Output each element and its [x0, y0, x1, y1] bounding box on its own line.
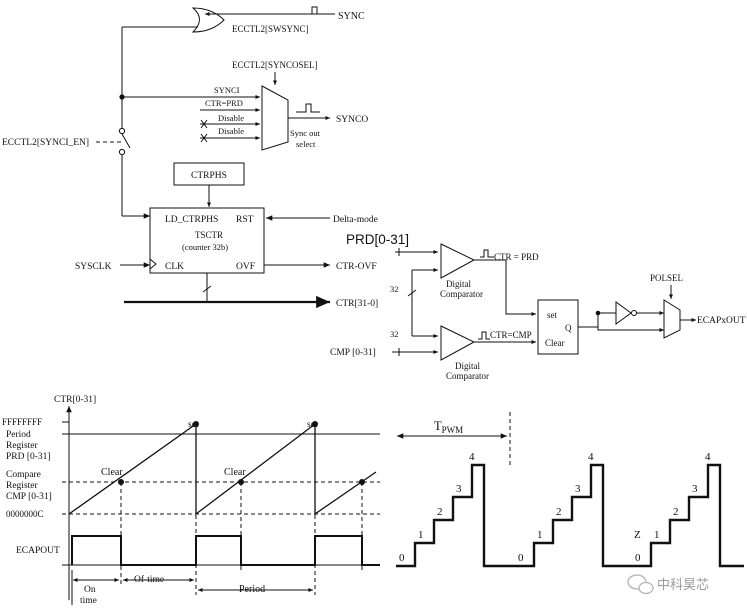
latch-set-label: set — [547, 310, 557, 320]
sync-pulse-icon — [300, 6, 325, 15]
wechat-icon — [627, 574, 654, 595]
ecapout-waveform — [71, 535, 380, 566]
clear-label-1: Clear — [101, 467, 123, 478]
compare-register-label-3: CMP [0-31] — [6, 492, 52, 502]
latch-q-label: Q — [565, 323, 572, 333]
prd-label: PRD[0-31] — [346, 232, 409, 247]
sync-out-mux — [261, 85, 289, 151]
mux-input-ctr-prd: CTR=PRD — [205, 98, 243, 108]
sr-latch — [537, 299, 579, 355]
mux-input-synci: SYNCI — [214, 85, 240, 95]
latch-clear-label: Clear — [545, 338, 565, 348]
comparator-2-label-2: Comparator — [446, 371, 489, 381]
step-label: 3 — [456, 483, 462, 495]
switch-contact-icon — [118, 127, 126, 135]
sync-out-select-label-1: Sync out — [290, 128, 321, 138]
set-label-1: set — [188, 420, 199, 430]
comparator-2-label-1: Digital — [455, 361, 480, 371]
delta-mode-label: Delta-mode — [333, 215, 378, 225]
counter-ramp — [68, 422, 377, 516]
polsel-label: POLSEL — [650, 273, 683, 283]
ctr-prd-pulse-icon — [480, 249, 494, 258]
step-label: 0 — [399, 552, 405, 564]
ecapxout-label: ECAPxOUT — [697, 316, 746, 326]
tpwm-label: TPWM — [434, 419, 463, 435]
step-label: 2 — [437, 506, 443, 518]
tsctr-block — [149, 207, 265, 274]
step-label: 1 — [654, 529, 660, 541]
mux-input-disable-1: Disable — [218, 113, 244, 123]
timing-diagram: CTR[0-31] FFFFFFFF Period Register PRD [… — [2, 395, 380, 606]
comparator-2 — [440, 325, 476, 361]
step-label: 3 — [575, 483, 581, 495]
mux-input-disable-2: Disable — [218, 126, 244, 136]
comparator-1-label-1: Digital — [446, 279, 471, 289]
ctrphs-label: CTRPHS — [191, 171, 227, 181]
cmp-label: CMP [0-31] — [330, 348, 376, 358]
clk-label: CLK — [165, 262, 184, 272]
comparator-1 — [440, 243, 476, 279]
ctr-axis-label: CTR[0-31] — [54, 395, 96, 405]
rst-label: RST — [236, 215, 254, 225]
inverter-icon — [615, 301, 632, 325]
step-label: 2 — [673, 506, 679, 518]
ctr-ovf-label: CTR-OVF — [336, 262, 377, 272]
compare-section: PRD[0-31] Digital Comparator CTR = PRD 3… — [330, 232, 746, 381]
syncosel-label: ECCTL2[SYNCOSEL] — [232, 60, 318, 70]
counter-label: (counter 32b) — [182, 242, 228, 252]
sysclk-label: SYSCLK — [75, 262, 112, 272]
switch-contact-icon — [118, 148, 126, 156]
step-label: 4 — [588, 451, 594, 463]
comparator-1-label-2: Comparator — [440, 289, 483, 299]
sync-label: SYNC — [338, 11, 365, 22]
compare-register-label-2: Register — [6, 481, 38, 491]
period-register-label-2: Register — [6, 441, 38, 451]
step-label: 1 — [418, 529, 424, 541]
off-time-label: Of-time — [134, 574, 164, 585]
bus-width-2: 32 — [390, 329, 399, 339]
set-label-2: set — [307, 420, 318, 430]
swsync-label: ECCTL2[SWSYNC] — [232, 24, 309, 34]
step-label: 3 — [692, 483, 698, 495]
step-label: 1 — [537, 529, 543, 541]
bus-width-1: 32 — [390, 284, 399, 294]
step-label: 2 — [556, 506, 562, 518]
ctr-eq-prd-label: CTR = PRD — [494, 252, 539, 262]
staircase-diagram: TPWM 0 1 2 3 4 0 1 2 3 4 0 1 2 3 4 Z — [396, 412, 744, 568]
watermark-text: 中科昊芯 — [657, 577, 709, 592]
step-label: 0 — [518, 552, 524, 564]
staircase-waveform — [396, 463, 744, 568]
tsctr-section: CTRPHS LD_CTRPHS RST TSCTR (counter 32b)… — [75, 162, 378, 309]
step-label: 4 — [705, 451, 711, 463]
synco-label: SYNCO — [336, 115, 368, 125]
sync-section: SYNC ECCTL2[SWSYNC] ECCTL2[SYNCI_EN] ECC… — [2, 6, 368, 219]
sync-out-select-label-2: select — [296, 139, 316, 149]
watermark: 中科昊芯 — [627, 574, 709, 595]
on-time-label-2: time — [80, 596, 97, 606]
ecapout-label: ECAPOUT — [16, 546, 60, 556]
ld-ctrphs-label: LD_CTRPHS — [165, 215, 218, 225]
clear-label-2: Clear — [224, 467, 246, 478]
ovf-label: OVF — [236, 262, 255, 272]
step-label: 4 — [469, 451, 475, 463]
ffff-label: FFFFFFFF — [2, 417, 42, 427]
step-label: 0 — [635, 552, 641, 564]
zero-value-label: 0000000C — [6, 509, 44, 519]
synco-pulse-icon — [296, 103, 320, 113]
ctr-eq-cmp-label: CTR=CMP — [490, 330, 532, 340]
compare-register-label-1: Compare — [6, 470, 41, 480]
tsctr-label: TSCTR — [195, 230, 223, 240]
on-time-label-1: On — [84, 585, 96, 595]
polsel-mux — [663, 299, 681, 339]
period-register-label-3: PRD [0-31] — [6, 452, 51, 462]
period-label: Period — [239, 584, 265, 595]
synci-en-label: ECCTL2[SYNCI_EN] — [2, 138, 89, 148]
z-label: Z — [634, 529, 641, 541]
period-register-label-1: Period — [6, 430, 31, 440]
ctr-cmp-pulse-icon — [478, 331, 490, 340]
ctr-bus-label: CTR[31-0] — [336, 299, 378, 309]
or-gate-icon — [191, 7, 225, 33]
